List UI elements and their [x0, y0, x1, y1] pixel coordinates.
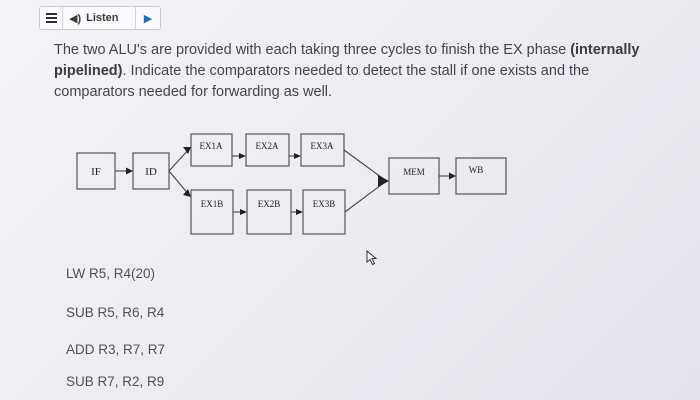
instruction-2: SUB R5, R6, R4	[66, 305, 165, 320]
ex3b-to-mem-line	[344, 181, 386, 213]
stage-ex3b-label: EX3B	[313, 199, 336, 209]
stage-ex2b-label: EX2B	[258, 199, 281, 209]
stage-ex1b-label: EX1B	[201, 199, 224, 209]
instruction-4: SUB R7, R2, R9	[66, 374, 165, 389]
merge-to-mem-arrow	[378, 175, 389, 187]
ex2b-to-ex3b-arrow	[296, 209, 303, 215]
id-to-ex1a-arrow	[183, 147, 191, 154]
if-to-id-arrow	[126, 167, 133, 175]
mem-to-wb-arrow	[449, 172, 456, 180]
stage-mem-label: MEM	[403, 167, 425, 177]
stage-wb-box	[455, 157, 507, 195]
stage-if-label: IF	[91, 166, 101, 178]
ex1a-to-ex2a-arrow	[239, 153, 246, 159]
play-button[interactable]: ▶	[136, 7, 160, 29]
question-bold-phrase: (internally pipelined)	[54, 42, 640, 79]
stage-ex2a-box	[245, 133, 290, 167]
stage-ex1a-label: EX1A	[200, 141, 223, 151]
stage-id-label: ID	[145, 166, 157, 178]
stage-ex2a-label: EX2A	[256, 141, 279, 151]
stage-ex1a-box	[190, 133, 233, 167]
speaker-icon: ◀)	[69, 12, 82, 25]
menu-button[interactable]	[40, 7, 63, 29]
ex3a-to-mem-line	[343, 149, 386, 181]
question-text: The two ALU's are provided with each tak…	[54, 40, 654, 103]
instruction-1: LW R5, R4(20)	[66, 266, 156, 281]
mouse-pointer-icon	[366, 250, 378, 266]
stage-ex3a-label: EX3A	[311, 141, 334, 151]
stage-ex3b-box	[302, 189, 346, 235]
ex2a-to-ex3a-arrow	[294, 153, 301, 159]
question-part-2: . Indicate the comparators needed to det…	[54, 63, 590, 100]
id-to-ex1b-arrow	[183, 189, 191, 197]
ex1b-to-ex2b-arrow	[240, 209, 247, 215]
listen-label: Listen	[86, 12, 119, 24]
question-part-1: The two ALU's are provided with each tak…	[54, 42, 571, 58]
listen-button[interactable]: ◀) Listen	[63, 7, 136, 29]
stage-wb-label: WB	[469, 165, 484, 175]
instruction-3: ADD R3, R7, R7	[66, 342, 166, 357]
play-icon: ▶	[143, 12, 153, 25]
stage-ex1b-box	[190, 189, 234, 235]
read-aloud-toolbar: ◀) Listen ▶	[39, 6, 161, 30]
hamburger-menu-icon	[45, 17, 57, 19]
stage-ex2b-box	[246, 189, 292, 235]
